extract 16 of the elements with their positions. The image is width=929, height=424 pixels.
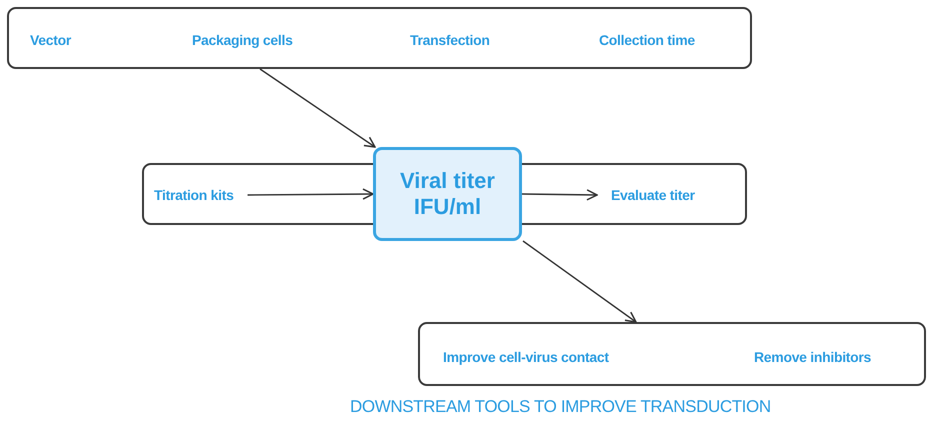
item-label: Vector [30,32,71,48]
item-label: Improve cell-virus contact [443,349,609,365]
item-label: Transfection [410,32,490,48]
item-label: Remove inhibitors [754,349,872,365]
item-label: Collection time [599,32,695,48]
arrow [248,188,374,200]
arrow [522,240,637,323]
caption: DOWNSTREAM TOOLS TO IMPROVE TRANSDUCTION [350,397,771,417]
arrow [260,68,376,148]
arrow [522,189,598,201]
rounded-band [418,322,926,386]
item-label: Evaluate titer [611,187,695,203]
item-label: Titration kits [154,187,234,203]
item-label: Packaging cells [192,32,293,48]
rounded-band [7,7,752,69]
process-box: Viral titer IFU/ml [373,147,522,241]
